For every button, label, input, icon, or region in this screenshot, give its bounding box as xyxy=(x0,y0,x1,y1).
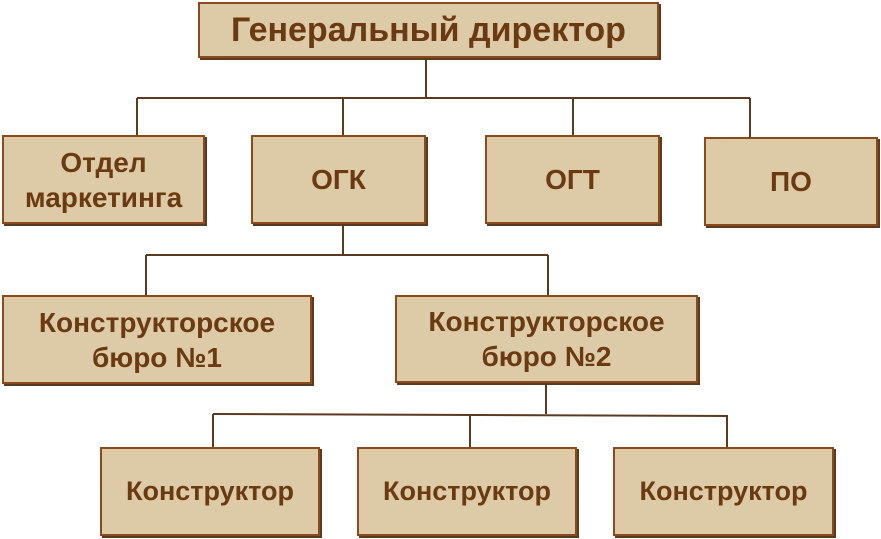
design-bureau-1-box: Конструкторское бюро №1 xyxy=(2,295,312,384)
marketing-department-box: Отдел маркетинга xyxy=(2,135,205,224)
constructor-box-2: Конструктор xyxy=(357,447,577,536)
constructor-box-3: Конструктор xyxy=(613,447,834,536)
ogk-box: ОГК xyxy=(251,135,426,224)
po-box: ПО xyxy=(704,137,878,226)
constructor-box-1: Конструктор xyxy=(100,447,320,536)
ogt-box: ОГТ xyxy=(485,135,660,224)
design-bureau-2-box: Конструкторское бюро №2 xyxy=(395,295,698,383)
ceo-box: Генеральный директор xyxy=(198,2,659,58)
